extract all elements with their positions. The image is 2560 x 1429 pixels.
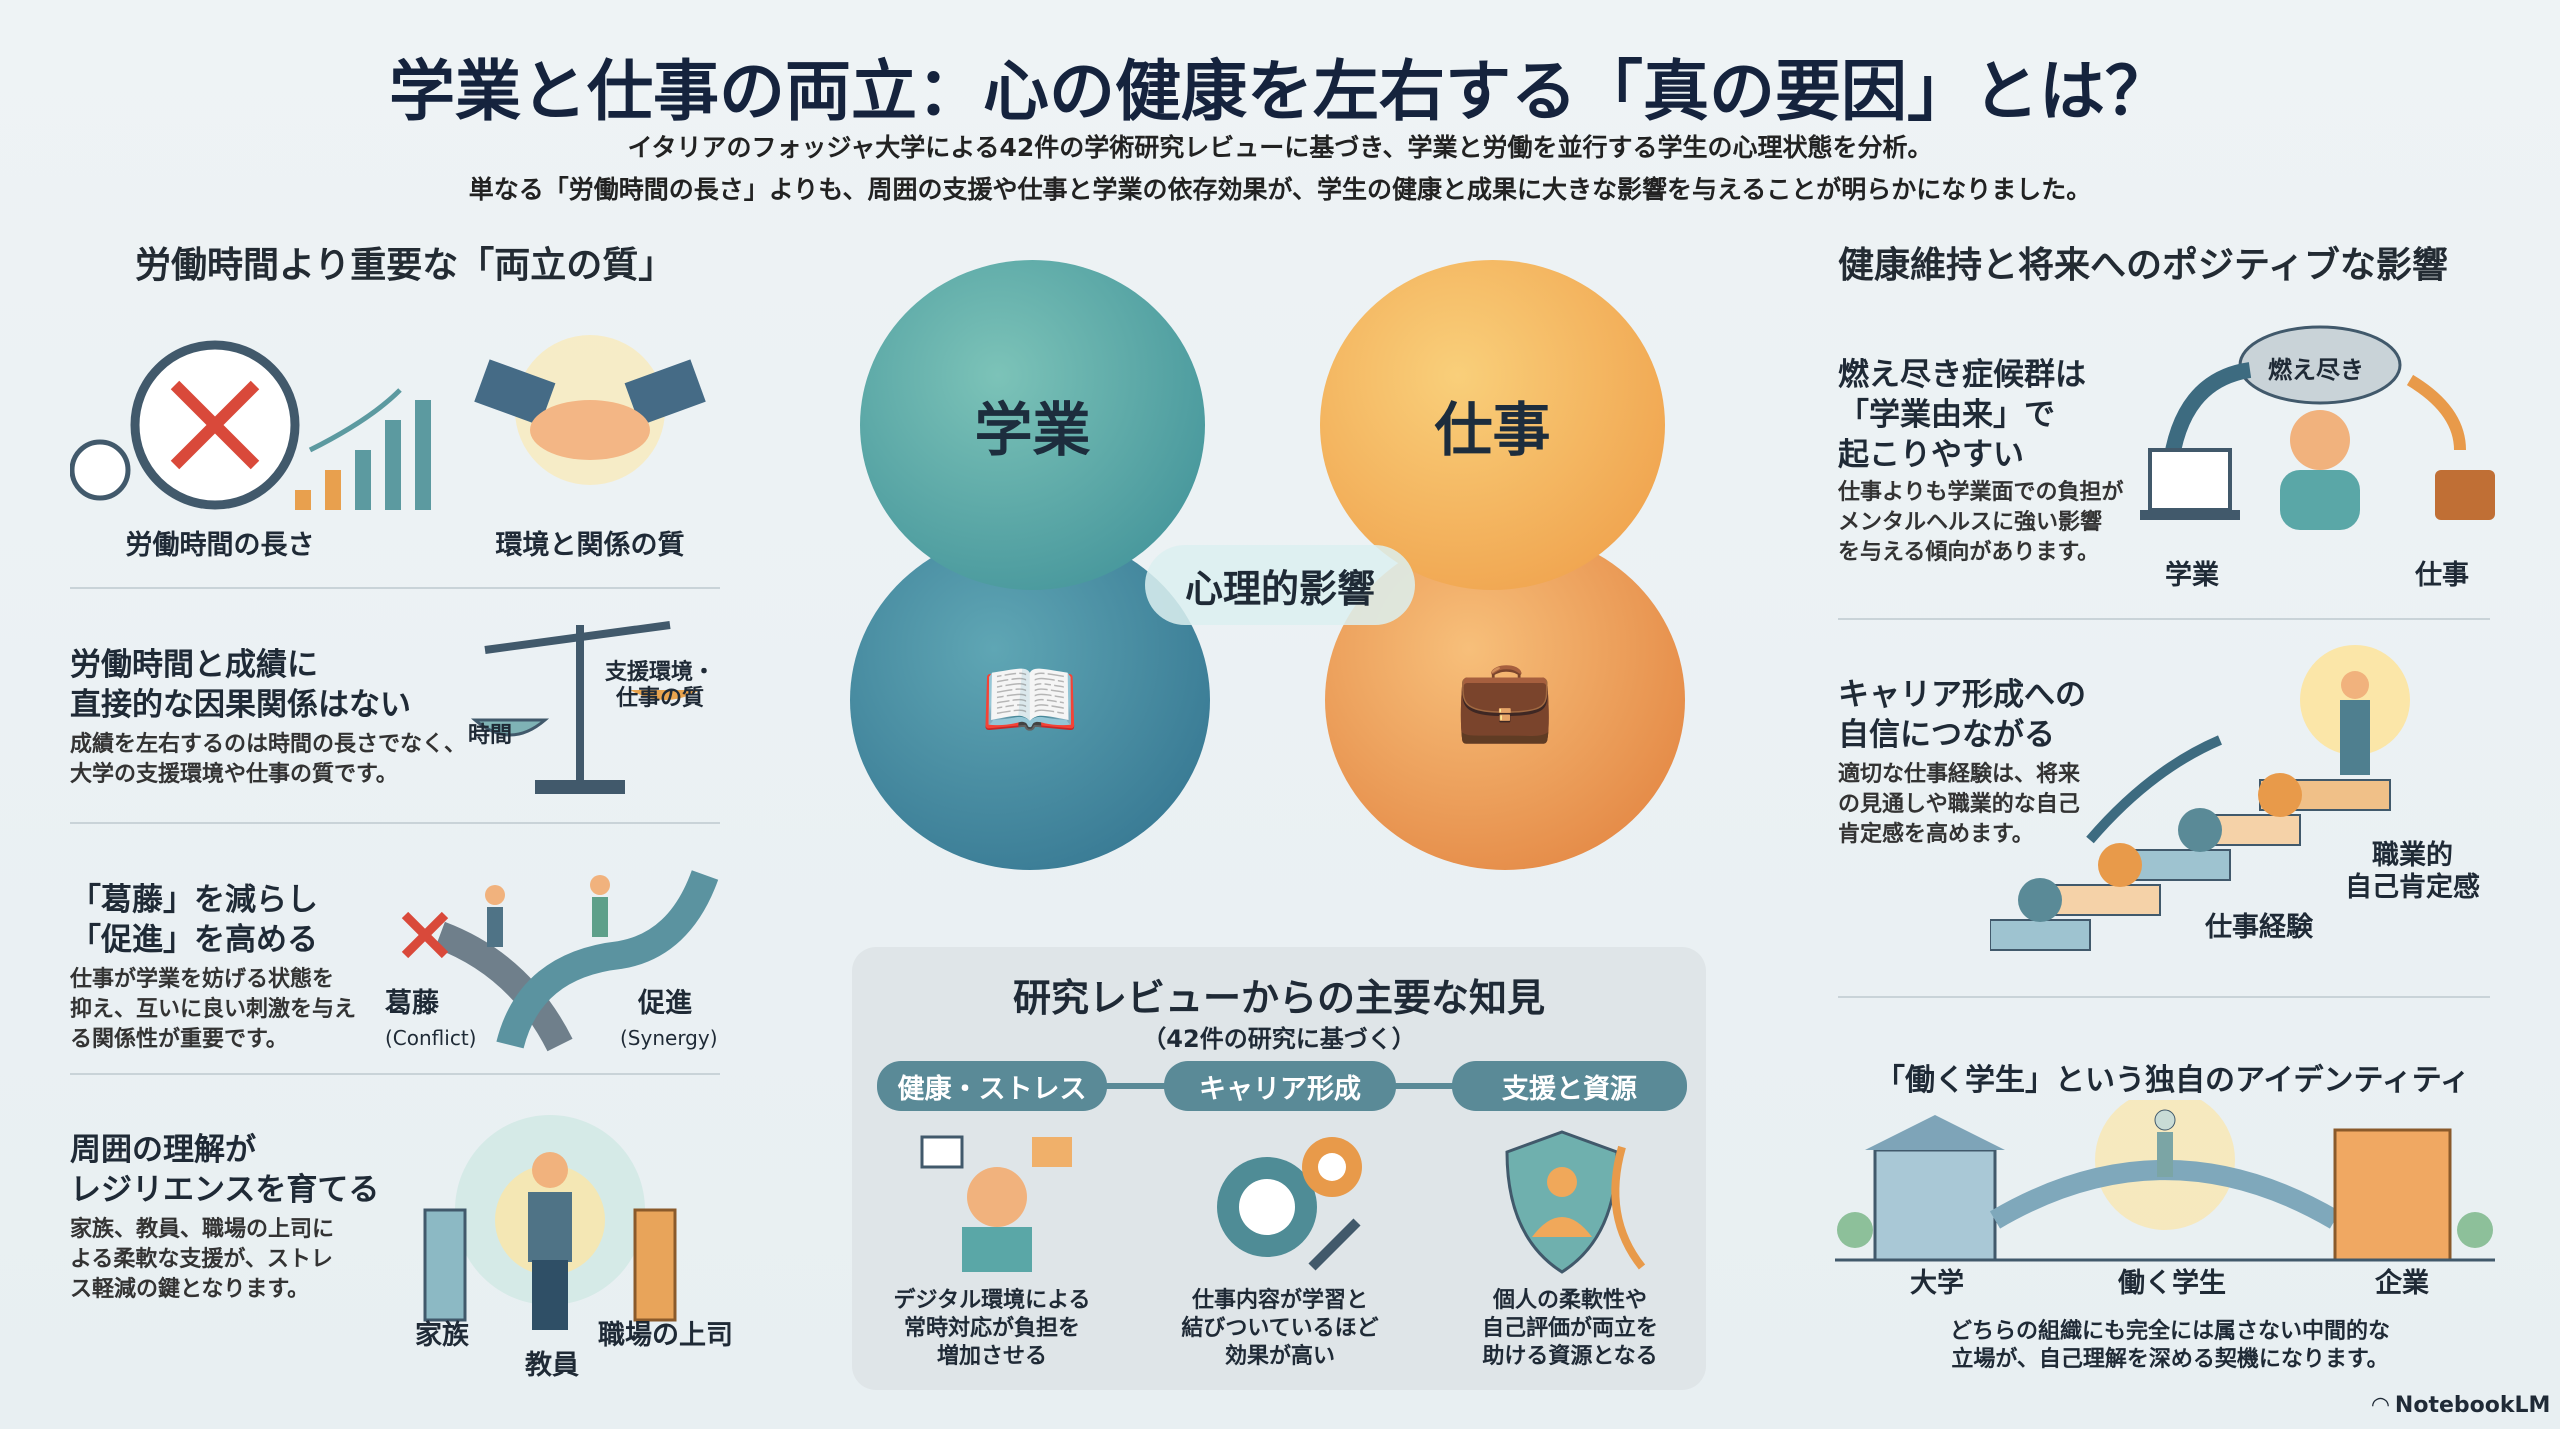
open-book-icon: 📖 [980, 653, 1080, 746]
subtitle-line-1: イタリアのフォッジャ大学による42件の学術研究レビューに基づき、学業と労働を並行… [627, 133, 1933, 162]
burnout-illustration [2140, 325, 2495, 530]
burnout-title: 燃え尽き症候群は 「学業由来」で 起こりやすい [1838, 357, 2086, 473]
university-label: 大学 [1910, 1268, 1964, 1299]
study-label: 学業 [974, 396, 1091, 464]
divider [1838, 996, 2490, 998]
finding-text-support: 個人の柔軟性や 自己評価が両立を 助ける資源となる [1481, 1288, 1658, 1369]
tag-health-stress: 健康・ストレス [877, 1061, 1107, 1111]
conflict-synergy-roads-icon [401, 870, 719, 1052]
row3-body: 仕事が学業を妨げる状態を 抑え、互いに良い刺激を与え る関係性が重要です。 [70, 967, 357, 1052]
career-body: 適切な仕事経験は、将来 の見通しや職業的な自己 肯定感を高めます。 [1838, 762, 2081, 847]
page-title: 学業と仕事の両立：心の健康を左右する「真の要因」とは？ [389, 53, 2171, 130]
findings-subtitle: （42件の研究に基づく） [1142, 1025, 1416, 1053]
working-student-label: 働く学生 [2118, 1268, 2226, 1299]
pillar-family-label: 家族 [415, 1320, 469, 1351]
career-top-label: 職業的 自己肯定感 [2345, 840, 2480, 903]
conflict-en-label: (Conflict) [385, 1026, 477, 1050]
divider [1838, 618, 2490, 620]
identity-body: どちらの組織にも完全には属さない中間的な 立場が、自己理解を深める契機になります… [1949, 1319, 2390, 1372]
work-bubble: 仕事 [1320, 260, 1665, 590]
row4-body: 家族、教員、職場の上司に よる柔軟な支援が、ストレ ス軽減の鍵となります。 [70, 1217, 335, 1302]
identity-title: 「働く学生」という独自のアイデンティティ [1875, 1063, 2470, 1098]
conflict-label: 葛藤 [385, 988, 439, 1019]
notebooklm-logo-icon: ◠ [2372, 1393, 2389, 1418]
support-pillars-icon [423, 1115, 677, 1330]
divider [70, 587, 720, 589]
clock-icon [70, 340, 431, 510]
row4-title: 周囲の理解が レジリエンスを育てる [70, 1132, 380, 1208]
burnout-body: 仕事よりも学業面での負担が メンタルヘルスに強い影響 を与える傾向があります。 [1838, 480, 2124, 565]
shield-person-icon [1505, 1130, 1646, 1274]
row2-body: 成績を左右するのは時間の長さでなく、 大学の支援環境や仕事の質です。 [70, 732, 467, 787]
finding-text-career: 仕事内容が学習と 結びついているほど 効果が高い [1181, 1288, 1379, 1369]
career-steps-label: 仕事経験 [2205, 912, 2313, 943]
row3-title: 「葛藤」を減らし 「促進」を高める [70, 882, 318, 958]
gear-wrench-icon [1217, 1137, 1362, 1271]
findings-title: 研究レビューからの主要な知見 [1012, 976, 1545, 1020]
brand-text: NotebookLM [2394, 1393, 2551, 1418]
scale-label-time: 時間 [468, 723, 513, 748]
career-title: キャリア形成への 自信につながる [1838, 677, 2086, 753]
notebooklm-brand: ◠NotebookLM [2372, 1393, 2550, 1418]
divider [70, 822, 720, 824]
right-section-heading: 健康維持と将来へのポジティブな影響 [1838, 245, 2448, 286]
synergy-en-label: (Synergy) [620, 1026, 718, 1050]
left-section-heading: 労働時間より重要な「両立の質」 [135, 245, 675, 286]
company-label: 企業 [2375, 1268, 2429, 1299]
label-environment-quality: 環境と関係の質 [495, 530, 685, 561]
divider [70, 1073, 720, 1075]
bridge-identity-icon [1835, 1100, 2495, 1262]
label-working-hours: 労働時間の長さ [125, 530, 315, 561]
study-bubble: 学業 [860, 260, 1205, 590]
finding-text-health: デジタル環境による 常時対応が負担を 増加させる [893, 1288, 1091, 1369]
subtitle-line-2: 単なる「労働時間の長さ」よりも、周囲の支援や仕事と学業の依存効果が、学生の健康と… [468, 175, 2092, 204]
synergy-label: 促進 [638, 988, 692, 1019]
burnout-cloud-label: 燃え尽き [2268, 356, 2364, 384]
handshake-icon [474, 335, 706, 485]
career-stairs-icon [1990, 645, 2410, 951]
tag-support: 支援と資源 [1452, 1061, 1687, 1111]
teacher-label: 教員 [525, 1350, 579, 1381]
pillar-boss-label: 職場の上司 [598, 1320, 733, 1351]
work-label: 仕事 [1434, 396, 1551, 464]
scale-label-support: 支援環境・ 仕事の質 [605, 660, 716, 711]
row2-title: 労働時間と成績に 直接的な因果関係はない [70, 647, 411, 723]
burnout-work-label: 仕事 [2415, 560, 2469, 591]
balance-scale-icon [470, 621, 700, 794]
stressed-person-icon [920, 1135, 1072, 1272]
findings-panel: 研究レビューからの主要な知見 （42件の研究に基づく） 健康・ストレス キャリア… [852, 947, 1706, 1390]
burnout-study-label: 学業 [2165, 560, 2219, 591]
psychological-impact-label: 心理的影響 [1145, 545, 1415, 625]
tag-career: キャリア形成 [1164, 1061, 1396, 1111]
briefcase-icon: 💼 [1455, 653, 1555, 746]
